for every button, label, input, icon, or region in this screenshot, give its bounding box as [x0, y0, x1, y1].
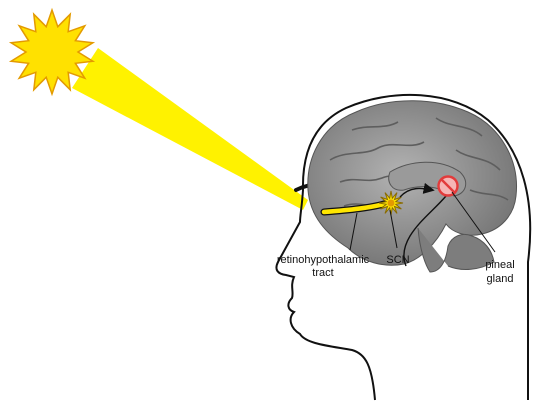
pineal-label-line1: pineal	[485, 259, 514, 271]
light-beam	[72, 48, 308, 210]
no-symbol-icon	[439, 177, 458, 196]
tract-label-line2: tract	[312, 267, 333, 279]
pineal-label-line2: gland	[487, 273, 514, 285]
scn-label: SCN	[386, 254, 409, 266]
tract-label-line1: retinohypothalamic	[277, 254, 370, 266]
brain	[308, 101, 517, 272]
